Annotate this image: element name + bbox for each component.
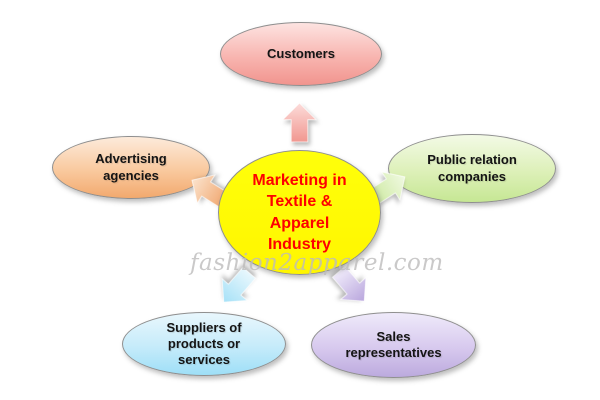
node-label-line: Customers (267, 45, 335, 61)
node-public-relation-companies: Public relation companies (388, 134, 556, 203)
node-label-line: Suppliers of (166, 319, 242, 335)
center-title-line: Apparel (269, 214, 330, 232)
node-label-line: Sales (376, 328, 411, 344)
center-title-line: Industry (267, 235, 332, 253)
node-label-line: Advertising (95, 151, 167, 167)
node-label-line: services (177, 352, 231, 368)
arrow-down-right-icon (331, 265, 367, 302)
node-label-line: products or (167, 335, 241, 351)
node-label-line: representatives (345, 345, 442, 360)
center-title-line: Textile & (266, 193, 333, 211)
node-suppliers: Suppliers of products or services (122, 312, 286, 376)
node-advertising-agencies: Advertising agencies (52, 136, 210, 199)
center-title-line: Marketing in (252, 172, 347, 190)
arrow-down-left-icon (221, 266, 257, 303)
node-customers: Customers (220, 22, 382, 86)
node-sales-representatives: Sales representatives (311, 312, 476, 378)
node-label-line: agencies (103, 167, 159, 183)
watermark: fashion2apparel.com (190, 250, 444, 276)
node-center-title: Marketing in Textile & Apparel Industry (218, 150, 381, 275)
node-label-line: companies (438, 168, 506, 184)
arrow-up-icon (281, 102, 318, 143)
node-label-line: Public relation (427, 152, 517, 168)
